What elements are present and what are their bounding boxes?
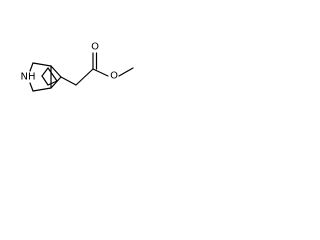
bond-cp-top	[50, 65, 62, 78]
bond-n-c4	[41, 75, 49, 86]
bond-ch2-carbonyl	[75, 68, 94, 86]
bond-carbonyl-ester-o	[92, 68, 109, 77]
bond-n-top	[29, 62, 34, 72]
atom-label-carbonyl-oxygen: O	[91, 42, 99, 53]
bond-n-bottom	[29, 82, 34, 92]
bond-c4-c5	[47, 80, 58, 86]
bond-c6-ch2	[60, 76, 77, 86]
bond-c2-n	[41, 67, 49, 77]
bond-ester-o-methyl	[118, 67, 134, 77]
molecule-diagram: NH O O	[21, 42, 134, 92]
bond-ring-top	[32, 62, 52, 67]
bond-cp-bottom	[50, 76, 62, 89]
atom-label-nh: NH	[21, 72, 36, 83]
bond-ring-bottom	[32, 87, 52, 92]
chemical-structure-canvas: NH O O	[0, 0, 152, 152]
bond-c1-c2	[47, 67, 58, 82]
atom-label-ester-oxygen: O	[110, 71, 118, 82]
